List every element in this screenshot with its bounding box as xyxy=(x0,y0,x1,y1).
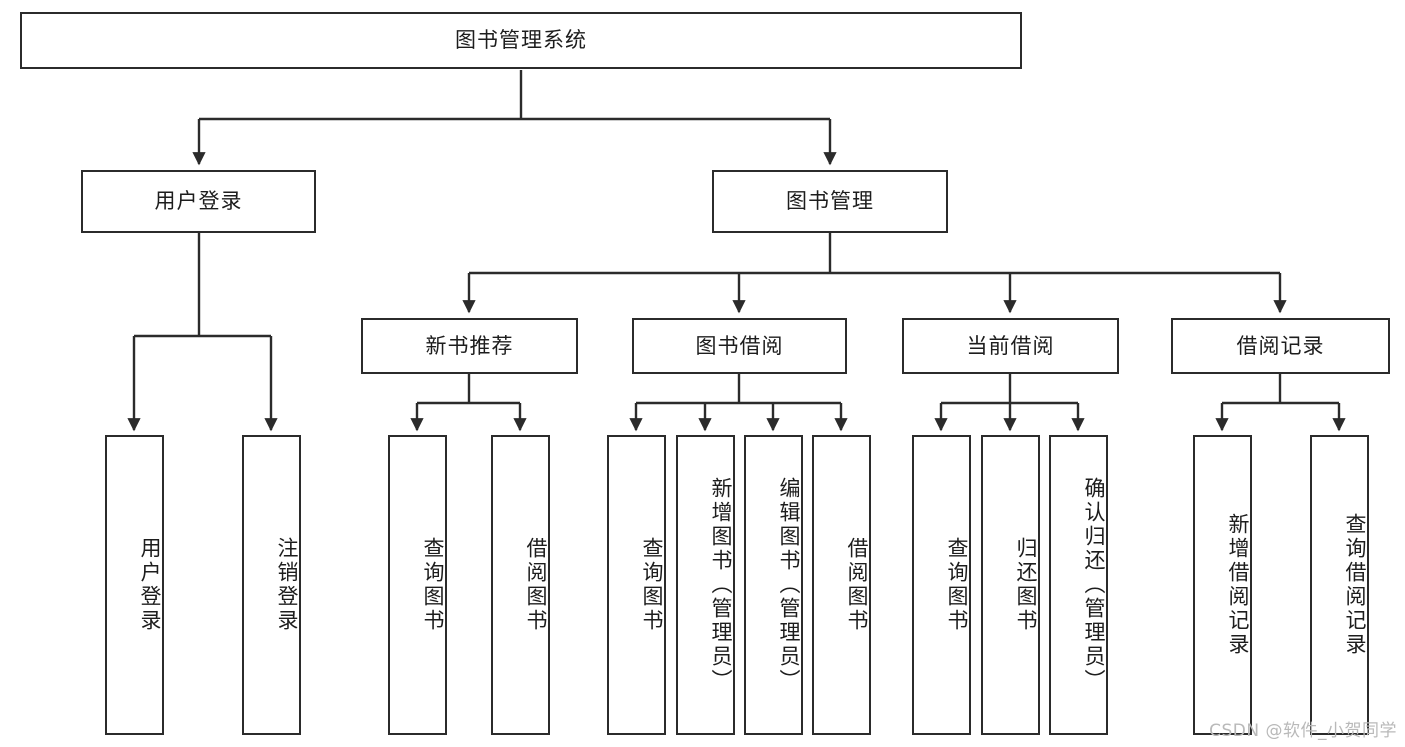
leaf-user-login[interactable]: 用户登录 xyxy=(105,435,164,735)
leaf-add-borrow-record[interactable]: 新增借阅记录 xyxy=(1193,435,1252,735)
leaf-edit-book-admin[interactable]: 编辑图书（管理员） xyxy=(744,435,803,735)
node-root-book-management-system[interactable]: 图书管理系统 xyxy=(20,12,1022,69)
node-book-manage[interactable]: 图书管理 xyxy=(712,170,948,233)
leaf-borrow-book-borrow[interactable]: 借阅图书 xyxy=(812,435,871,735)
leaf-query-borrow-record[interactable]: 查询借阅记录 xyxy=(1310,435,1369,735)
csdn-watermark: CSDN @软件_小贺同学 xyxy=(1209,721,1397,741)
leaf-borrow-book-new-recommend[interactable]: 借阅图书 xyxy=(491,435,550,735)
leaf-logout-login[interactable]: 注销登录 xyxy=(242,435,301,735)
leaf-confirm-return-admin[interactable]: 确认归还（管理员） xyxy=(1049,435,1108,735)
node-borrow-record[interactable]: 借阅记录 xyxy=(1171,318,1390,374)
leaf-query-book-current[interactable]: 查询图书 xyxy=(912,435,971,735)
node-current-borrow[interactable]: 当前借阅 xyxy=(902,318,1119,374)
node-book-borrow[interactable]: 图书借阅 xyxy=(632,318,847,374)
leaf-return-book[interactable]: 归还图书 xyxy=(981,435,1040,735)
leaf-query-book-new-recommend[interactable]: 查询图书 xyxy=(388,435,447,735)
node-new-book-recommend[interactable]: 新书推荐 xyxy=(361,318,578,374)
leaf-query-book-borrow[interactable]: 查询图书 xyxy=(607,435,666,735)
leaf-add-book-admin[interactable]: 新增图书（管理员） xyxy=(676,435,735,735)
node-user-login[interactable]: 用户登录 xyxy=(81,170,316,233)
